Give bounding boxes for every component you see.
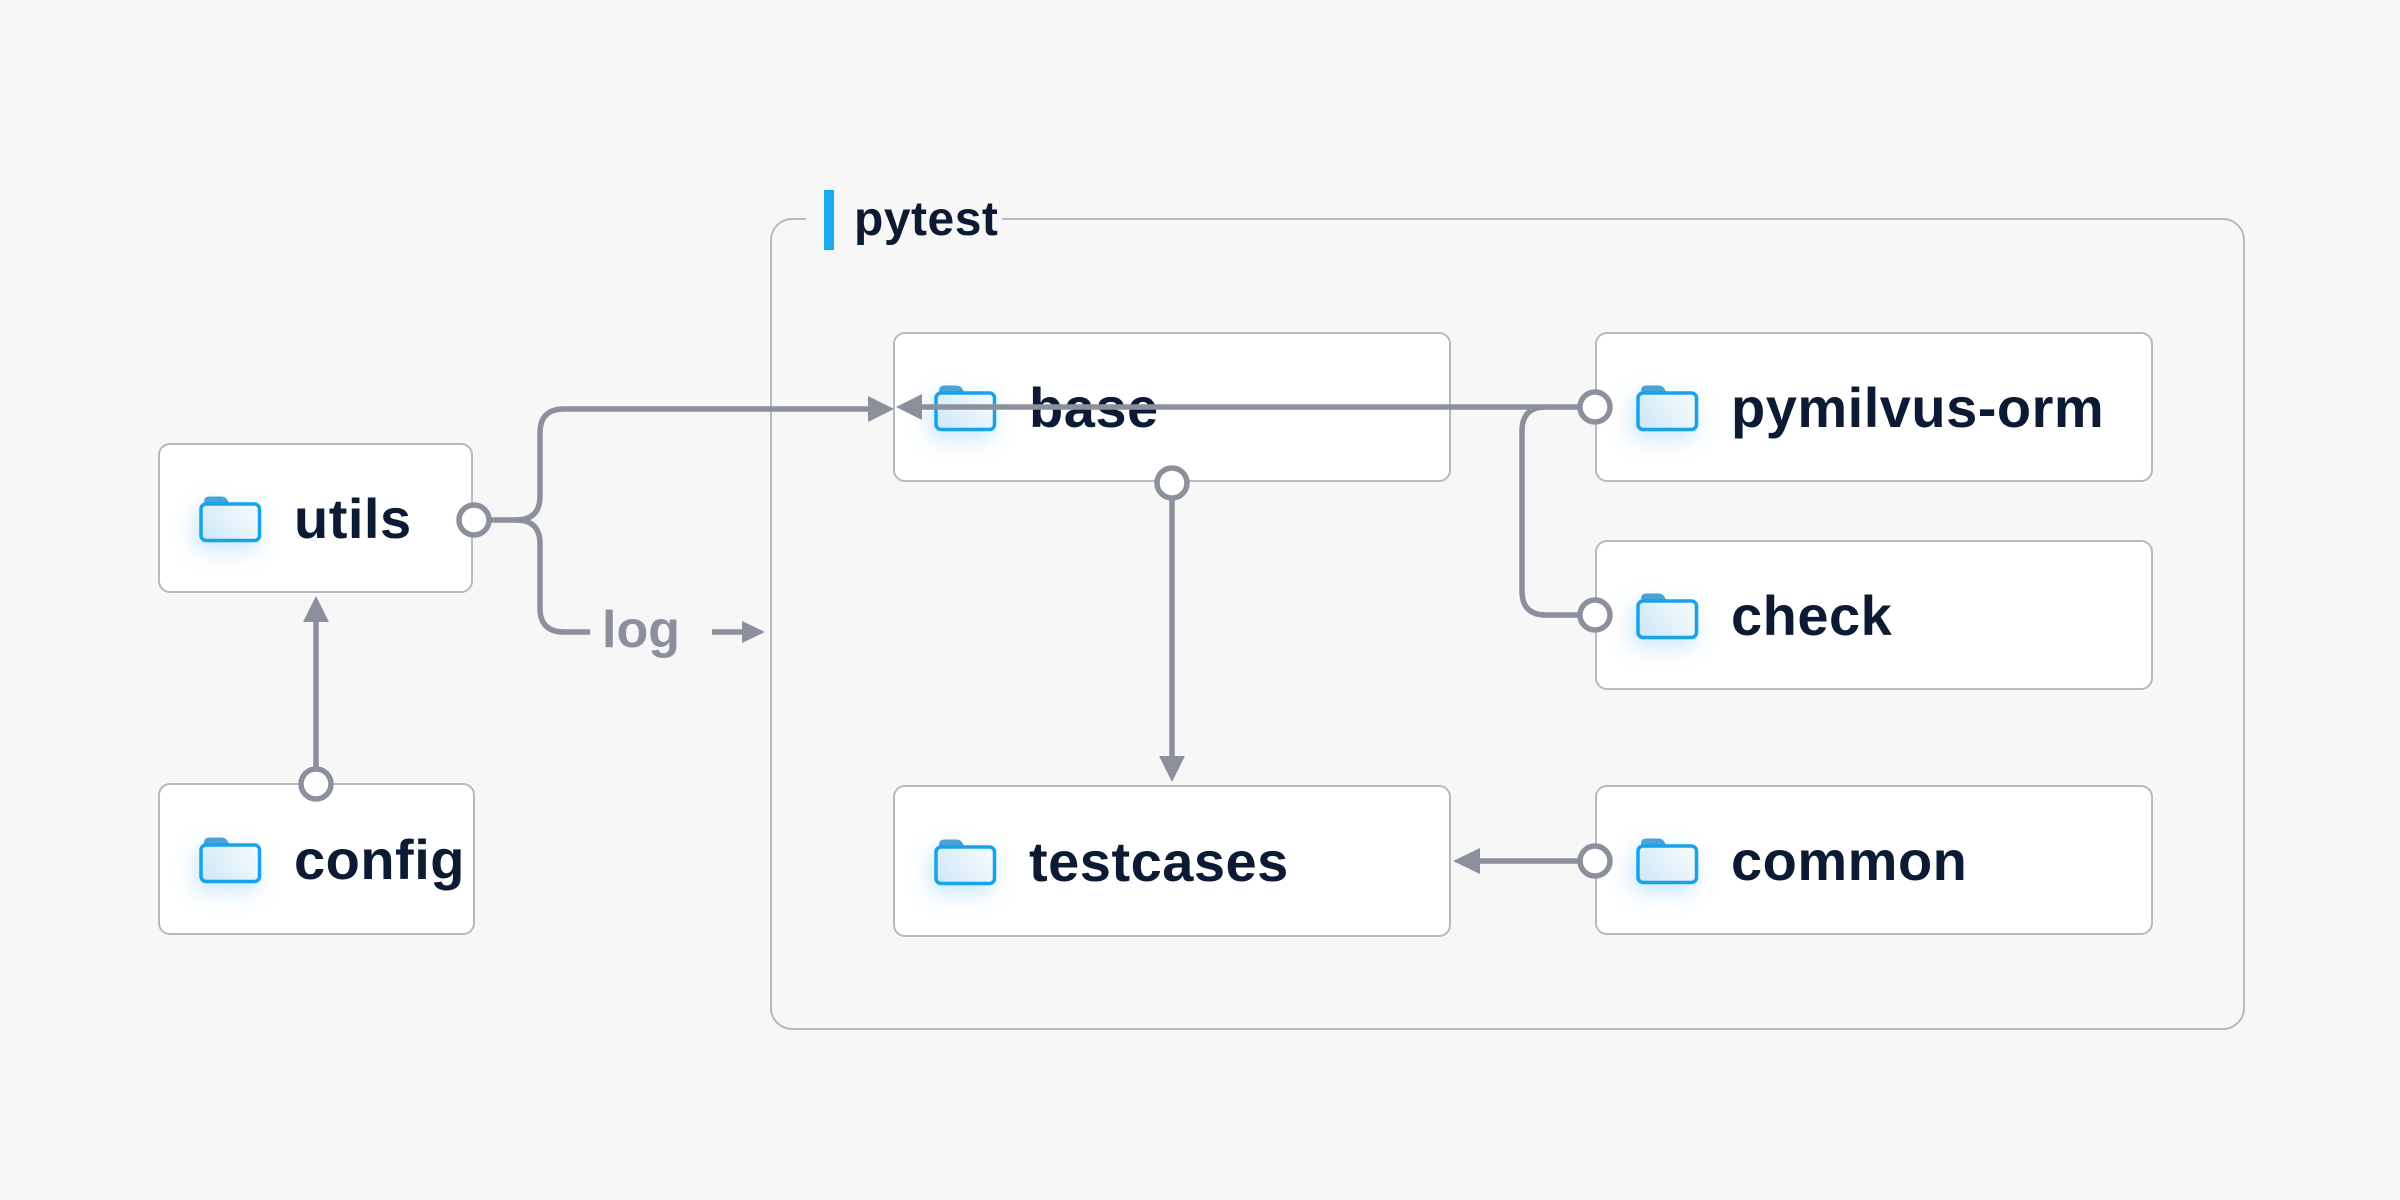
node-label: config [294, 827, 465, 891]
group-title: pytest [854, 193, 999, 246]
node-label: pymilvus-orm [1731, 375, 2105, 439]
legend-accent-bar-icon [824, 190, 834, 250]
folder-icon [199, 496, 262, 543]
node-pymilvus-orm: pymilvus-orm [1595, 332, 2153, 482]
group-pytest: pytest [770, 189, 2245, 1030]
node-utils: utils [158, 443, 473, 593]
folder-icon [1636, 385, 1699, 432]
node-label: common [1731, 828, 1968, 892]
edge-label-log: log [602, 601, 680, 659]
folder-icon [199, 837, 262, 884]
folder-icon [1636, 593, 1699, 640]
node-common: common [1595, 785, 2153, 935]
node-base: base [893, 332, 1451, 482]
node-label: utils [294, 486, 412, 550]
node-config: config [158, 783, 475, 935]
folder-icon [934, 839, 997, 886]
group-legend: pytest [806, 189, 1003, 251]
node-label: testcases [1029, 829, 1289, 893]
folder-icon [934, 385, 997, 432]
edge-config-to-utils [298, 596, 334, 802]
node-testcases: testcases [893, 785, 1451, 937]
node-label: check [1731, 583, 1893, 647]
node-label: base [1029, 375, 1159, 439]
folder-icon [1636, 838, 1699, 885]
node-check: check [1595, 540, 2153, 690]
